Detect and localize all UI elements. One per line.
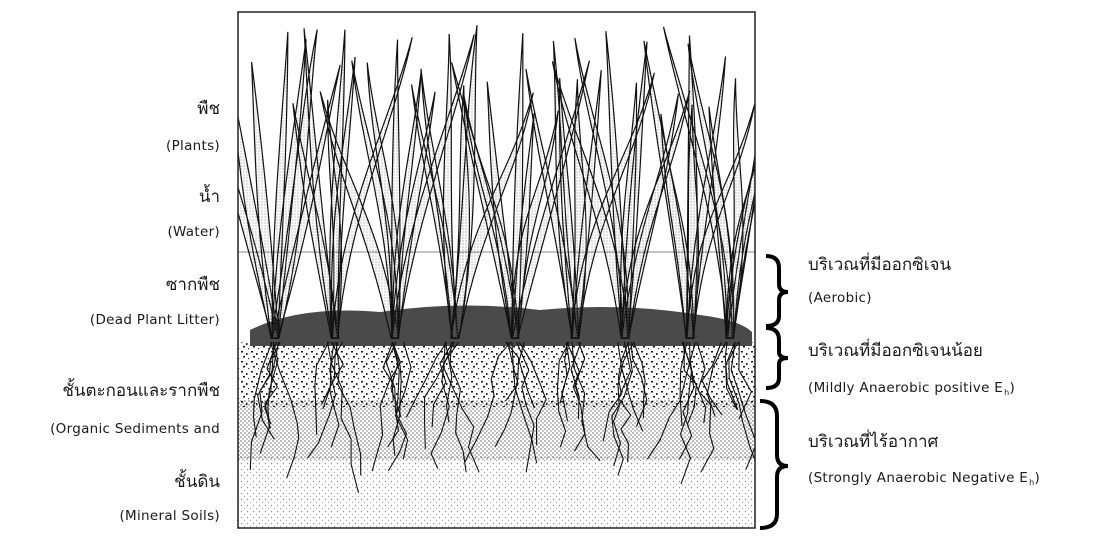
- plants-label-thai: พืช: [197, 95, 220, 122]
- dead-plant-litter-layer: [250, 305, 752, 346]
- dead-plant-litter-label-english: (Dead Plant Litter): [90, 312, 220, 328]
- mildly-anaerobic-zone-label-thai: บริเวณที่มีออกซิเจนน้อย: [808, 337, 983, 364]
- plants-label-english: (Plants): [166, 138, 220, 154]
- dead-plant-litter-label-thai: ซากพืช: [166, 271, 220, 298]
- strongly-anaerobic-zone-label-english: (Strongly Anaerobic Negative Eh): [808, 470, 1040, 487]
- mildly-anaerobic-brace: [766, 328, 788, 388]
- mineral-soil-layer: [238, 455, 755, 528]
- organic-sediments-label-english: (Organic Sediments and: [50, 421, 220, 437]
- zone-braces: [760, 256, 788, 528]
- mineral-soils-label-english: (Mineral Soils): [119, 508, 220, 524]
- mildly-anaerobic-zone-label-english: (Mildly Anaerobic positive Eh): [808, 380, 1015, 397]
- aerobic-brace: [766, 256, 788, 326]
- organic-sediments-label-thai: ชั้นตะกอนและรากพืช: [62, 377, 220, 404]
- mineral-soils-label-thai: ชั้นดิน: [174, 468, 220, 495]
- strongly-anaerobic-brace: [760, 401, 788, 528]
- aerobic-zone-label-english: (Aerobic): [808, 290, 872, 306]
- aerobic-zone-label-thai: บริเวณที่มีออกซิเจน: [808, 251, 951, 278]
- water-label-thai: น้ำ: [199, 183, 220, 210]
- plant-blades: [205, 25, 795, 338]
- strongly-anaerobic-zone-label-thai: บริเวณที่ไร้อากาศ: [808, 428, 938, 455]
- water-label-english: (Water): [167, 224, 220, 240]
